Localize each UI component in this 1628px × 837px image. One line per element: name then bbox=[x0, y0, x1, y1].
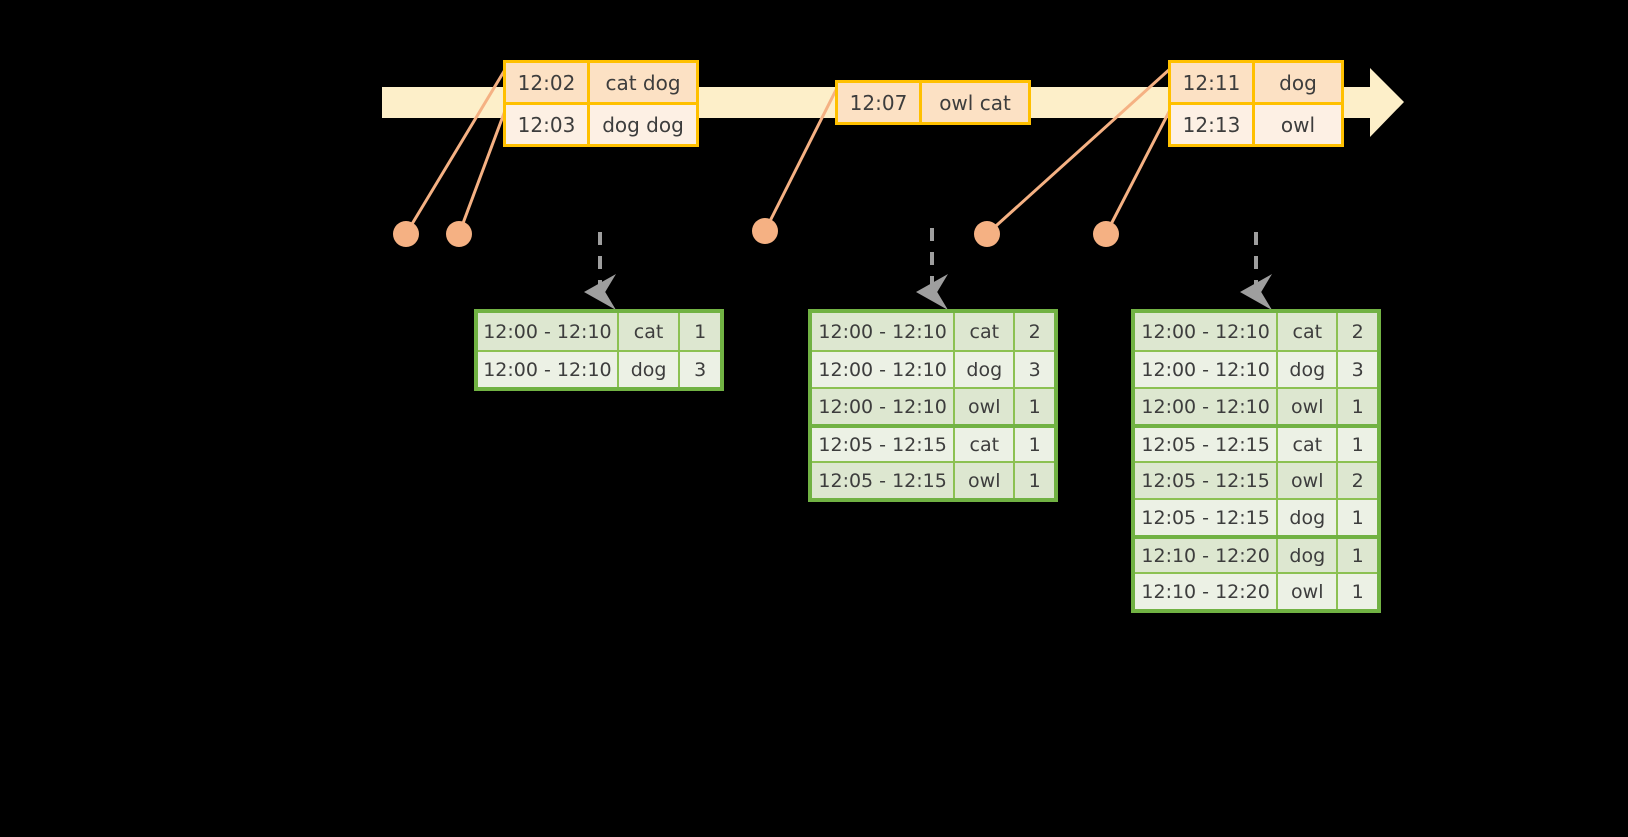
key-cell: owl bbox=[1278, 389, 1339, 424]
key-cell: cat bbox=[955, 428, 1016, 461]
connector-dot-2 bbox=[446, 221, 472, 247]
event-time: 12:03 bbox=[506, 105, 590, 144]
count-cell: 3 bbox=[1351, 358, 1364, 381]
window-cell: 12:10 - 12:20 bbox=[1135, 574, 1279, 609]
window-cell: 12:05 - 12:15 bbox=[812, 463, 956, 498]
count-cell: 2 bbox=[1028, 320, 1041, 343]
event-row[interactable]: 12:02 cat dog bbox=[506, 63, 696, 102]
key-cell: dog bbox=[1278, 539, 1339, 572]
table-row[interactable]: 12:00 - 12:10 cat 2 bbox=[812, 313, 1054, 350]
result-table-3[interactable]: 12:00 - 12:10 cat 2 12:00 - 12:10 dog 3 … bbox=[1131, 309, 1381, 613]
window-cell: 12:05 - 12:15 bbox=[812, 428, 956, 461]
table-row[interactable]: 12:10 - 12:20 owl 1 bbox=[1135, 572, 1377, 609]
connector-dot-1 bbox=[393, 221, 419, 247]
table-row[interactable]: 12:00 - 12:10 dog 3 bbox=[812, 350, 1054, 387]
window-cell: 12:05 - 12:15 bbox=[1135, 500, 1279, 535]
count-cell: 1 bbox=[694, 320, 707, 343]
key-cell: owl bbox=[955, 389, 1016, 424]
event-value: dog bbox=[1279, 70, 1317, 95]
key-cell: dog bbox=[955, 352, 1016, 387]
key-cell: cat bbox=[619, 313, 681, 350]
event-row[interactable]: 12:07 owl cat bbox=[838, 83, 1028, 122]
window-cell: 12:00 - 12:10 bbox=[812, 352, 956, 387]
count-cell: 1 bbox=[1351, 580, 1364, 603]
timeline-arrowhead bbox=[1370, 68, 1404, 137]
event-row[interactable]: 12:11 dog bbox=[1171, 63, 1341, 102]
table-row[interactable]: 12:05 - 12:15 cat 1 bbox=[812, 424, 1054, 461]
window-cell: 12:00 - 12:10 bbox=[812, 313, 956, 350]
window-cell: 12:00 - 12:10 bbox=[812, 389, 956, 424]
event-time: 12:02 bbox=[506, 63, 590, 102]
emit-arrows bbox=[584, 228, 1272, 310]
key-cell: cat bbox=[955, 313, 1016, 350]
table-row[interactable]: 12:00 - 12:10 owl 1 bbox=[1135, 387, 1377, 424]
key-cell: dog bbox=[1278, 352, 1339, 387]
key-cell: owl bbox=[1278, 574, 1339, 609]
count-cell: 1 bbox=[1351, 544, 1364, 567]
window-cell: 12:00 - 12:10 bbox=[1135, 389, 1279, 424]
result-table-2[interactable]: 12:00 - 12:10 cat 2 12:00 - 12:10 dog 3 … bbox=[808, 309, 1058, 502]
count-cell: 3 bbox=[1028, 358, 1041, 381]
event-value: cat dog bbox=[605, 70, 681, 95]
key-cell: owl bbox=[1278, 463, 1339, 498]
event-value: owl bbox=[1280, 112, 1316, 137]
key-cell: dog bbox=[1278, 500, 1339, 535]
key-cell: cat bbox=[1278, 313, 1339, 350]
table-row[interactable]: 12:00 - 12:10 dog 3 bbox=[478, 350, 720, 387]
connector-dots bbox=[393, 218, 1119, 247]
table-row[interactable]: 12:00 - 12:10 cat 1 bbox=[478, 313, 720, 350]
connector-dot-3 bbox=[752, 218, 778, 244]
result-table-1[interactable]: 12:00 - 12:10 cat 1 12:00 - 12:10 dog 3 bbox=[474, 309, 724, 391]
count-cell: 1 bbox=[1351, 395, 1364, 418]
window-cell: 12:00 - 12:10 bbox=[478, 313, 619, 350]
event-group-2[interactable]: 12:07 owl cat bbox=[835, 80, 1031, 125]
connector-lines bbox=[404, 66, 1173, 236]
event-value: dog dog bbox=[602, 112, 684, 137]
table-row[interactable]: 12:05 - 12:15 cat 1 bbox=[1135, 424, 1377, 461]
window-cell: 12:00 - 12:10 bbox=[1135, 352, 1279, 387]
table-row[interactable]: 12:05 - 12:15 dog 1 bbox=[1135, 498, 1377, 535]
event-group-3[interactable]: 12:11 dog 12:13 owl bbox=[1168, 60, 1344, 147]
key-cell: cat bbox=[1278, 428, 1339, 461]
count-cell: 1 bbox=[1028, 395, 1041, 418]
window-cell: 12:10 - 12:20 bbox=[1135, 539, 1279, 572]
table-row[interactable]: 12:05 - 12:15 owl 2 bbox=[1135, 461, 1377, 498]
table-row[interactable]: 12:00 - 12:10 cat 2 bbox=[1135, 313, 1377, 350]
count-cell: 3 bbox=[694, 358, 707, 381]
connector-dot-5 bbox=[1093, 221, 1119, 247]
window-cell: 12:05 - 12:15 bbox=[1135, 463, 1279, 498]
window-cell: 12:00 - 12:10 bbox=[1135, 313, 1279, 350]
table-row[interactable]: 12:00 - 12:10 dog 3 bbox=[1135, 350, 1377, 387]
event-group-1[interactable]: 12:02 cat dog 12:03 dog dog bbox=[503, 60, 699, 147]
key-cell: owl bbox=[955, 463, 1016, 498]
table-row[interactable]: 12:00 - 12:10 owl 1 bbox=[812, 387, 1054, 424]
table-row[interactable]: 12:10 - 12:20 dog 1 bbox=[1135, 535, 1377, 572]
count-cell: 1 bbox=[1351, 506, 1364, 529]
event-time: 12:07 bbox=[838, 83, 922, 122]
key-cell: dog bbox=[619, 352, 681, 387]
event-time: 12:13 bbox=[1171, 105, 1255, 144]
count-cell: 2 bbox=[1351, 469, 1364, 492]
count-cell: 1 bbox=[1028, 469, 1041, 492]
event-time: 12:11 bbox=[1171, 63, 1255, 102]
window-cell: 12:00 - 12:10 bbox=[478, 352, 619, 387]
connector-dot-4 bbox=[974, 221, 1000, 247]
count-cell: 1 bbox=[1351, 433, 1364, 456]
table-row[interactable]: 12:05 - 12:15 owl 1 bbox=[812, 461, 1054, 498]
count-cell: 1 bbox=[1028, 433, 1041, 456]
event-row[interactable]: 12:13 owl bbox=[1171, 102, 1341, 144]
count-cell: 2 bbox=[1351, 320, 1364, 343]
event-value: owl cat bbox=[939, 90, 1011, 115]
event-row[interactable]: 12:03 dog dog bbox=[506, 102, 696, 144]
window-cell: 12:05 - 12:15 bbox=[1135, 428, 1279, 461]
